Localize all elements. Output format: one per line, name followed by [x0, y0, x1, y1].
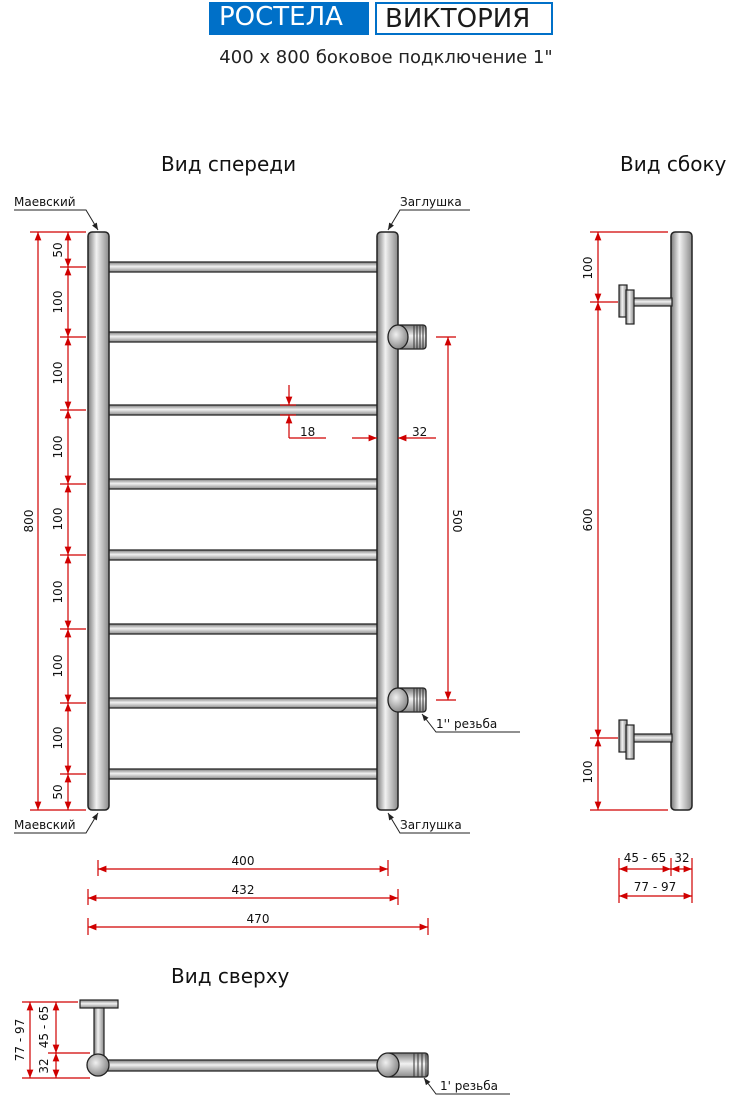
- thread-label-front: 1'' резьба: [436, 717, 497, 731]
- dim-segment: 100: [51, 655, 65, 678]
- dim-total-depth: 77 - 97: [634, 880, 677, 894]
- side-view-title: Вид сбоку: [620, 152, 727, 176]
- plug-label-top: Заглушка: [400, 195, 462, 209]
- dim-top-offset: 100: [581, 257, 595, 280]
- dim-segment: 100: [51, 291, 65, 314]
- dim-pipe: 32: [674, 851, 689, 865]
- rung: [103, 331, 383, 343]
- model-name: ВИКТОРИЯ: [375, 2, 553, 35]
- dim-segment: 100: [51, 508, 65, 531]
- upper-connector: [387, 324, 427, 350]
- dim-segment: 100: [51, 727, 65, 750]
- top-connector: [376, 1052, 429, 1078]
- plug-label-bottom: Заглушка: [400, 818, 462, 832]
- dim-rung-diameter: 18: [300, 425, 315, 439]
- upper-wall-bracket: [618, 284, 673, 325]
- left-vertical-pipe: [87, 231, 110, 811]
- rung: [103, 623, 383, 635]
- dim-bracket-spacing: 600: [581, 509, 595, 532]
- dim-width-axis: 400: [232, 854, 255, 868]
- brand-name: РОСТЕЛА: [209, 2, 369, 35]
- dim-wall-gap: 45 - 65: [624, 851, 667, 865]
- dim-top-total-depth: 77 - 97: [13, 1019, 27, 1062]
- top-bracket-stem: [93, 1007, 105, 1061]
- top-left-pipe: [86, 1053, 110, 1077]
- rung: [103, 697, 383, 709]
- lower-connector: [387, 687, 427, 713]
- rung: [103, 404, 383, 416]
- front-view-title: Вид спереди: [161, 152, 297, 176]
- top-view: 1' резьба 77 - 97 45 - 65 32: [13, 999, 510, 1095]
- dim-segment: 100: [51, 436, 65, 459]
- side-pipe: [670, 231, 693, 811]
- dim-top-wall-gap: 45 - 65: [37, 1006, 51, 1049]
- dim-height-total: 800: [22, 510, 36, 533]
- rungs: [103, 261, 383, 780]
- lower-wall-bracket: [618, 719, 673, 760]
- side-view: 100 600 100 45 - 65 32 77 - 97: [581, 231, 693, 903]
- dim-segment: 100: [51, 362, 65, 385]
- rung: [103, 549, 383, 561]
- dim-center-distance: 500: [450, 510, 464, 533]
- dim-segment: 50: [51, 242, 65, 257]
- subtitle: 400 х 800 боковое подключение 1": [219, 47, 553, 68]
- dim-segment: 100: [51, 581, 65, 604]
- dim-bottom-offset: 100: [581, 761, 595, 784]
- thread-label-top: 1' резьба: [440, 1079, 498, 1093]
- dim-segment: 50: [51, 784, 65, 799]
- rung: [103, 478, 383, 490]
- top-view-title: Вид сверху: [171, 964, 290, 988]
- dim-width-total: 470: [247, 912, 270, 926]
- dim-pipe-diameter: 32: [412, 425, 427, 439]
- right-vertical-pipe: [376, 231, 399, 811]
- top-rung: [97, 1059, 391, 1072]
- dim-top-pipe: 32: [37, 1058, 51, 1073]
- mayevsky-label-top: Маевский: [14, 195, 76, 209]
- front-view: Маевский Заглушка Маевский Заглушка 1'' …: [14, 195, 520, 935]
- dim-width-mid: 432: [232, 883, 255, 897]
- mayevsky-label-bottom: Маевский: [14, 818, 76, 832]
- rung: [103, 768, 383, 780]
- rung: [103, 261, 383, 273]
- top-bracket-flange: [79, 999, 119, 1009]
